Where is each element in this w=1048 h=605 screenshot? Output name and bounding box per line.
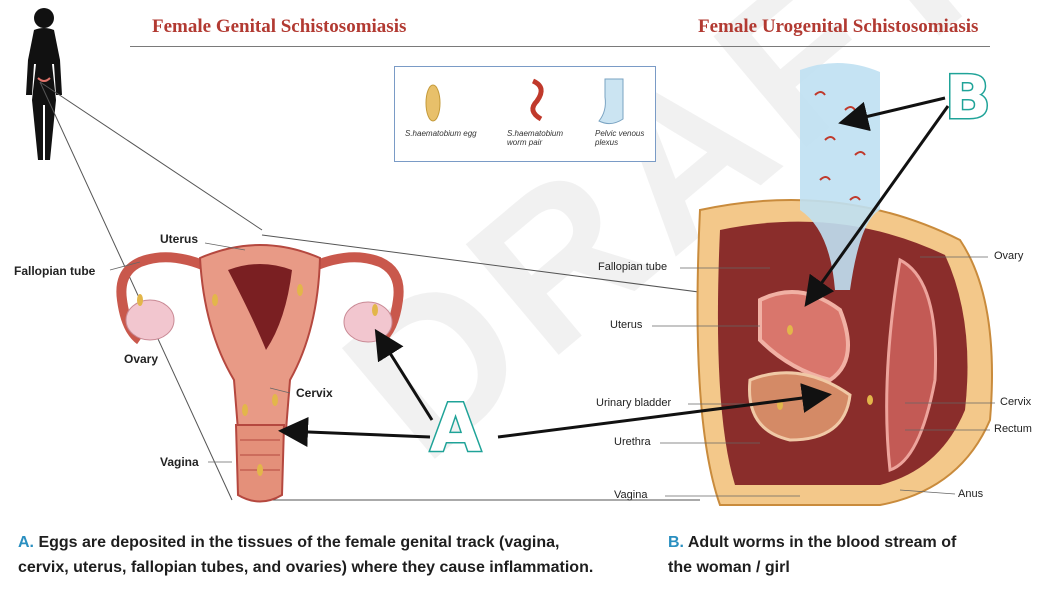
legend-plexus-label: Pelvic venous plexus — [595, 129, 653, 147]
caption-b-key: B. — [668, 534, 684, 551]
marker-b: B — [945, 68, 991, 128]
label-fallopian-right: Fallopian tube — [598, 261, 667, 273]
legend-egg-label: S.haematobium egg — [405, 129, 485, 138]
label-cervix-right: Cervix — [1000, 396, 1031, 408]
caption-a: A. Eggs are deposited in the tissues of … — [18, 530, 598, 580]
female-silhouette-icon — [26, 8, 62, 160]
label-anus-right: Anus — [958, 488, 983, 500]
venous-plexus-icon — [599, 79, 623, 124]
caption-b: B. Adult worms in the blood stream of th… — [668, 530, 968, 580]
label-rectum-right: Rectum — [994, 423, 1032, 435]
label-uterus-left: Uterus — [160, 232, 198, 246]
label-ovary-left: Ovary — [124, 352, 158, 366]
label-urethra-right: Urethra — [614, 436, 651, 448]
worm-pair-icon — [533, 81, 541, 119]
marker-a: A — [430, 396, 481, 462]
egg-icon — [426, 85, 440, 121]
label-fallopian-left: Fallopian tube — [14, 264, 95, 278]
legend-worm-label: S.haematobium worm pair — [507, 129, 581, 147]
caption-a-key: A. — [18, 534, 34, 551]
label-bladder-right: Urinary bladder — [596, 397, 671, 409]
label-vagina-left: Vagina — [160, 455, 199, 469]
caption-b-text: Adult worms in the blood stream of the w… — [668, 534, 956, 576]
label-uterus-right: Uterus — [610, 319, 642, 331]
caption-a-text: Eggs are deposited in the tissues of the… — [18, 534, 593, 576]
legend-box: S.haematobium egg S.haematobium worm pai… — [394, 66, 656, 162]
label-ovary-right: Ovary — [994, 250, 1023, 262]
label-cervix-left: Cervix — [296, 386, 333, 400]
label-vagina-right: Vagina — [614, 489, 647, 501]
